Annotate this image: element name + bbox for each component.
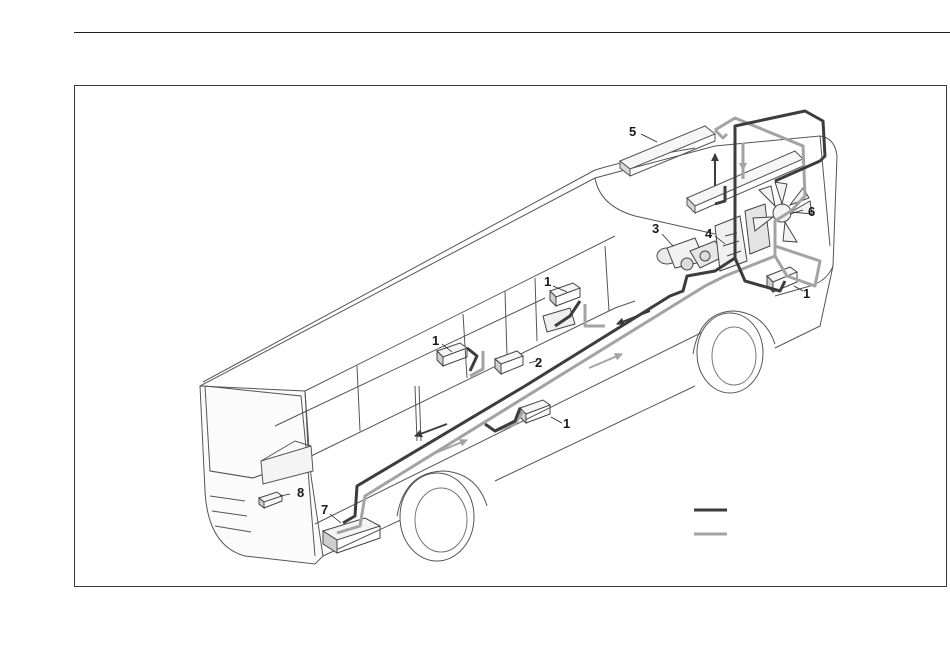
roof-unit <box>620 126 803 213</box>
legend <box>694 510 727 534</box>
callout-fan: 6 <box>808 204 815 219</box>
callout-heat-exchanger-lower: 1 <box>563 416 570 431</box>
callout-roof-unit: 5 <box>629 124 636 139</box>
callout-valve-unit: 4 <box>705 226 713 241</box>
bus-heating-diagram: 5 6 3 4 1 1 1 2 1 8 7 <box>75 86 948 588</box>
callout-auxiliary-unit: 2 <box>535 355 542 370</box>
callout-pump-unit: 3 <box>652 221 659 236</box>
front-heater-box <box>323 518 380 553</box>
callout-heat-exchanger-left: 1 <box>432 333 439 348</box>
front-wheel <box>397 471 487 561</box>
callout-dashboard-unit: 8 <box>297 485 304 500</box>
rear-wheel <box>693 311 775 393</box>
callout-heat-exchanger-rear: 1 <box>803 286 810 301</box>
flow-arrows <box>415 144 743 454</box>
top-rule <box>74 32 950 33</box>
engine-assembly <box>657 204 770 271</box>
callout-heat-exchanger-mid: 1 <box>544 274 551 289</box>
callout-front-heater: 7 <box>321 502 328 517</box>
figure-frame: 5 6 3 4 1 1 1 2 1 8 7 <box>74 85 947 587</box>
